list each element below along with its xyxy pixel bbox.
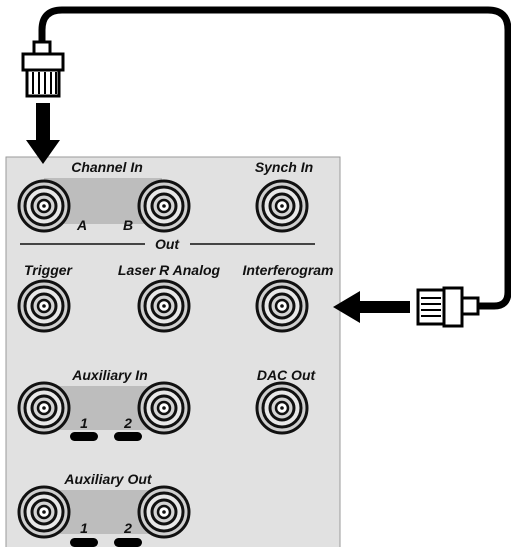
interferogram-connector-icon[interactable] — [255, 279, 309, 333]
channel-in-a-label: A — [76, 217, 87, 233]
auxiliary-out-1-label: 1 — [80, 520, 88, 536]
auxiliary-in-1-marker — [70, 432, 98, 441]
dac-out-connector-icon[interactable] — [255, 381, 309, 435]
interferogram-label: Interferogram — [242, 262, 333, 278]
down-arrow-icon — [26, 103, 60, 164]
auxiliary-out-2-connector-icon[interactable] — [137, 485, 191, 539]
channel-in-b-connector-icon[interactable] — [137, 179, 191, 233]
laser-r-analog-label: Laser R Analog — [118, 262, 221, 278]
left-arrow-icon — [333, 291, 410, 323]
auxiliary-in-1-connector-icon[interactable] — [17, 381, 71, 435]
auxiliary-out-1-connector-icon[interactable] — [17, 485, 71, 539]
auxiliary-in-1-label: 1 — [80, 415, 88, 431]
auxiliary-out-2-label: 2 — [123, 520, 132, 536]
auxiliary-out-1-marker — [70, 538, 98, 547]
bnc-plug-right-icon — [416, 286, 480, 328]
auxiliary-in-2-label: 2 — [123, 415, 132, 431]
cable-icon — [38, 6, 511, 310]
dac-out-label: DAC Out — [257, 367, 317, 383]
auxiliary-in-2-marker — [114, 432, 142, 441]
synch-in-label: Synch In — [255, 159, 313, 175]
channel-in-label: Channel In — [71, 159, 143, 175]
auxiliary-out-label: Auxiliary Out — [63, 471, 152, 487]
trigger-label: Trigger — [24, 262, 74, 278]
channel-in-a-connector-icon[interactable] — [17, 179, 71, 233]
channel-in-b-label: B — [123, 217, 133, 233]
auxiliary-in-label: Auxiliary In — [71, 367, 147, 383]
synch-in-connector-icon[interactable] — [255, 179, 309, 233]
laser-r-analog-connector-icon[interactable] — [137, 279, 191, 333]
bnc-plug-top-icon — [21, 40, 65, 98]
auxiliary-in-2-connector-icon[interactable] — [137, 381, 191, 435]
trigger-connector-icon[interactable] — [17, 279, 71, 333]
auxiliary-out-2-marker — [114, 538, 142, 547]
out-label: Out — [155, 236, 180, 252]
